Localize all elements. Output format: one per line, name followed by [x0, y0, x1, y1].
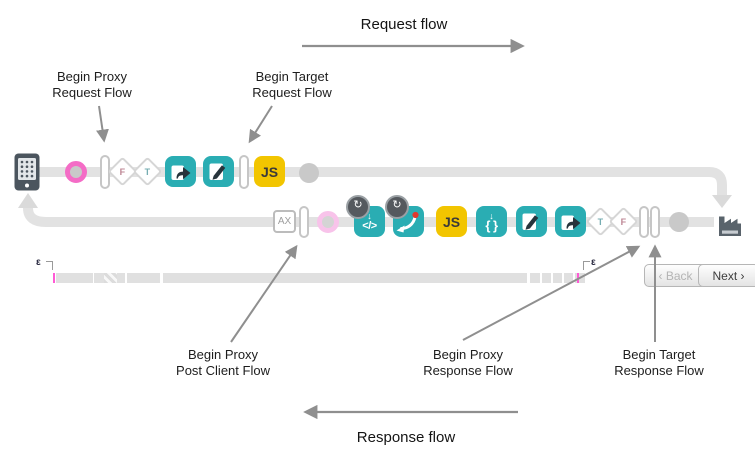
- callout-policy-icon[interactable]: [165, 156, 196, 187]
- label-begin-proxy-request-flow: Begin Proxy Request Flow: [52, 69, 132, 100]
- trace-curve-policy-icon[interactable]: ↻: [385, 195, 424, 237]
- json-braces-policy-icon[interactable]: ↓ { }: [476, 206, 507, 237]
- timeline-segment-seg: [163, 273, 527, 283]
- timeline-segment-seg: [117, 273, 125, 283]
- client-smartphone-icon[interactable]: [14, 153, 40, 196]
- label-begin-proxy-response-flow: Begin Proxy Response Flow: [423, 347, 513, 378]
- condition-diamond-true[interactable]: T: [132, 156, 163, 187]
- begin-proxy-request-pointer-arrow-icon: [96, 105, 109, 143]
- timeline-segment-marker: [577, 273, 579, 283]
- condition-letter: T: [597, 216, 604, 227]
- timeline-segment-seg: [542, 273, 551, 283]
- js-label: JS: [442, 213, 461, 230]
- begin-proxy-post-client-pointer-arrow-icon: [230, 244, 298, 343]
- begin-target-request-pointer-arrow-icon: [248, 105, 273, 144]
- label-begin-proxy-post-client-flow: Begin Proxy Post Client Flow: [176, 347, 270, 378]
- response-flow-end-dot: [669, 212, 689, 232]
- timeline-segment-seg: [553, 273, 562, 283]
- begin-proxy-response-pointer-arrow-icon: [462, 245, 641, 341]
- condition-diamond-false[interactable]: F: [608, 206, 639, 237]
- timeline-bar[interactable]: [53, 273, 585, 283]
- assign-message-pencil-policy-icon[interactable]: [203, 156, 234, 187]
- request-flow-heading: Request flow: [360, 16, 448, 33]
- code-glyph: </>: [362, 219, 377, 232]
- begin-target-response-flow-marker[interactable]: [650, 206, 660, 238]
- timeline-epsilon-right: ε: [591, 257, 596, 268]
- ax-label: AX: [277, 216, 292, 227]
- condition-letter: F: [119, 166, 126, 177]
- proxy-endpoint-ring[interactable]: [65, 161, 87, 183]
- timeline-segment-seg: [564, 273, 573, 283]
- callout-policy-icon[interactable]: [555, 206, 586, 237]
- analytics-ax-step[interactable]: AX: [273, 210, 296, 233]
- back-button[interactable]: ‹ Back: [644, 264, 707, 287]
- timeline-segment-seg: [127, 273, 160, 283]
- post-client-endpoint-ring[interactable]: [317, 211, 339, 233]
- loop-rotate-badge-icon: ↻: [385, 195, 409, 219]
- timeline-segment-seg: [56, 273, 93, 283]
- label-begin-target-response-flow: Begin Target Response Flow: [614, 347, 704, 378]
- timeline-bracket-right: [583, 261, 590, 270]
- js-label: JS: [260, 163, 279, 180]
- begin-proxy-response-flow-marker[interactable]: [639, 206, 649, 238]
- extract-variables-code-policy-icon[interactable]: ↻ ↓ </>: [346, 195, 385, 237]
- next-button[interactable]: Next ›: [698, 264, 755, 287]
- request-flow-arrowhead-icon: [712, 195, 732, 208]
- braces-glyph: { }: [485, 217, 498, 233]
- target-factory-icon[interactable]: [715, 210, 745, 245]
- response-flow-heading: Response flow: [356, 429, 456, 446]
- label-begin-target-request-flow: Begin Target Request Flow: [252, 69, 332, 100]
- timeline-segment-marker: [53, 273, 55, 283]
- request-flow-end-dot: [299, 163, 319, 183]
- condition-letter: F: [620, 216, 627, 227]
- javascript-policy-icon[interactable]: JS: [436, 206, 467, 237]
- timeline-segment-hatch: [104, 273, 117, 283]
- begin-target-request-flow-marker[interactable]: [239, 155, 249, 189]
- timeline-bracket-left: [46, 261, 53, 270]
- timeline-epsilon-left: ε: [36, 257, 41, 268]
- javascript-policy-icon[interactable]: JS: [254, 156, 285, 187]
- timeline-segment-seg: [530, 273, 540, 283]
- timeline-segment-seg: [94, 273, 104, 283]
- loop-rotate-badge-icon: ↻: [346, 195, 370, 219]
- assign-message-pencil-policy-icon[interactable]: [516, 206, 547, 237]
- condition-letter: T: [144, 166, 151, 177]
- begin-proxy-post-client-flow-marker[interactable]: [299, 206, 309, 238]
